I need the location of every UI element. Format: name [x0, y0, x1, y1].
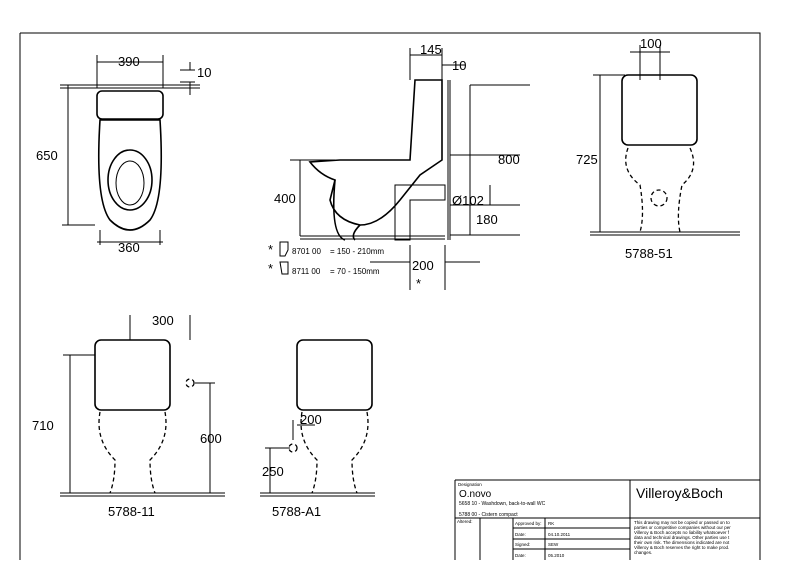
dim-top-width: 390	[118, 54, 140, 69]
svg-text:*: *	[268, 242, 273, 257]
svg-text:Villeroy & Boch accepts no lia: Villeroy & Boch accepts no liability wha…	[634, 530, 730, 535]
svg-text:Villeroy & Boch reserves the r: Villeroy & Boch reserves the right to ma…	[634, 545, 729, 550]
dim-rear-height: 725	[576, 152, 598, 167]
dim-outlet-diameter: Ø102	[452, 193, 484, 208]
dim-front-supply: 600	[200, 431, 222, 446]
view-label-a1: 5788-A1	[272, 504, 321, 519]
dim-outlet-offset: 200	[412, 258, 434, 273]
title-block: Designation O.novo 5658 10 - Washdown, b…	[454, 479, 760, 560]
svg-text:parties or competitive compani: parties or competitive companies without…	[634, 525, 731, 530]
svg-text:Date:: Date:	[515, 553, 526, 558]
svg-text:8711 00: 8711 00	[292, 267, 321, 276]
svg-text:5658 10 - Washdown, back-to-wa: 5658 10 - Washdown, back-to-wall WC	[459, 501, 546, 507]
svg-text:*: *	[268, 261, 273, 276]
svg-text:changes.: changes.	[634, 550, 652, 555]
dim-top-base: 360	[118, 240, 140, 255]
svg-text:Altered:: Altered:	[457, 519, 473, 524]
brand-logo: Villeroy&Boch	[636, 485, 723, 501]
top-view: 390 10 650 360	[36, 54, 211, 255]
svg-text:Designation: Designation	[458, 482, 482, 487]
connector-8711: * 8711 00 = 70 - 150mm	[268, 261, 380, 276]
svg-text:Approved by:: Approved by:	[515, 521, 542, 526]
dim-rear-width: 100	[640, 36, 662, 51]
dim-side-depth: 145	[420, 42, 442, 57]
svg-text:= 150 - 210mm: = 150 - 210mm	[330, 247, 384, 256]
svg-text:5788 00 - Cistern compact: 5788 00 - Cistern compact	[459, 512, 518, 518]
front-view-a1: 200 250 5788-A1	[260, 339, 375, 519]
svg-text:04.10.2011: 04.10.2011	[548, 532, 571, 537]
svg-text:= 70 - 150mm: = 70 - 150mm	[330, 267, 380, 276]
dim-front-width: 300	[152, 313, 174, 328]
view-label-rear: 5788-51	[625, 246, 673, 261]
drawing-frame	[19, 32, 761, 560]
svg-text:This drawing may not be copied: This drawing may not be copied or passed…	[634, 520, 730, 525]
dim-front-height: 710	[32, 418, 54, 433]
svg-text:05.2010: 05.2010	[548, 553, 565, 558]
svg-text:Signed:: Signed:	[515, 542, 530, 547]
rear-view: 100 725 5788-51	[576, 36, 740, 261]
dim-top-length: 650	[36, 148, 58, 163]
side-view: 145 10 800 400 Ø102 180 200 * * 8701 00 …	[268, 42, 530, 291]
view-label-front: 5788-11	[108, 504, 155, 519]
svg-text:their own risk. The dimensions: their own risk. The dimensions indicated…	[634, 540, 730, 545]
front-view-11: 300 710 600 5788-11	[32, 313, 225, 519]
dim-side-gap: 10	[452, 58, 466, 73]
dim-seat-height: 400	[274, 191, 296, 206]
dim-a1-offset: 200	[300, 412, 322, 427]
svg-text:SEW: SEW	[548, 542, 559, 547]
connector-8701: * 8701 00 = 150 - 210mm	[268, 241, 384, 257]
dim-top-gap: 10	[197, 65, 211, 80]
svg-text:data and technical drawings. O: data and technical drawings. Other parti…	[634, 535, 730, 540]
dim-outlet-height: 180	[476, 212, 498, 227]
svg-text:Date:: Date:	[515, 532, 526, 537]
svg-text:RK: RK	[548, 521, 554, 526]
svg-text:8701 00: 8701 00	[292, 247, 321, 256]
dim-a1-supply: 250	[262, 464, 284, 479]
dim-side-height: 800	[498, 152, 520, 167]
product-name: O.novo	[459, 489, 492, 500]
dim-star: *	[416, 276, 421, 291]
